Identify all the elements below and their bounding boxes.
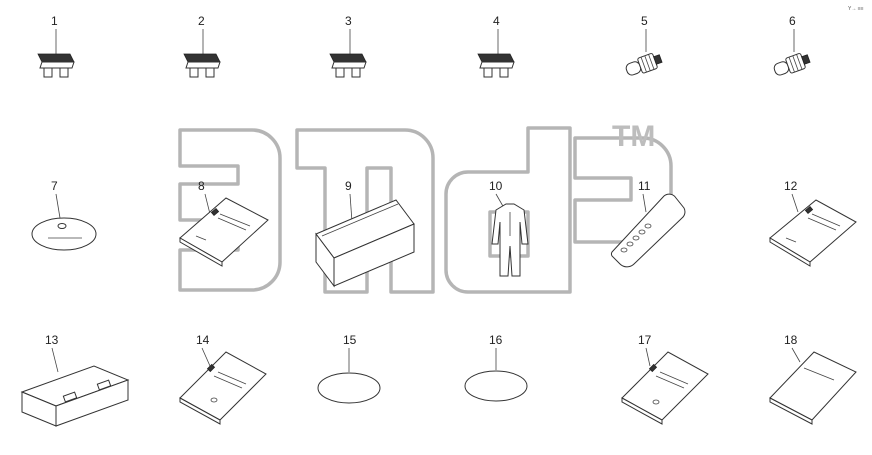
part-1[interactable]: 1 [37, 14, 75, 78]
part-number: 3 [345, 14, 352, 28]
manual-booklet-icon [621, 351, 709, 425]
part-number: 8 [198, 179, 205, 193]
part-7[interactable]: 7 [31, 179, 97, 251]
manual-booklet-icon [179, 351, 267, 425]
part-13[interactable]: 13 [20, 333, 130, 427]
part-10[interactable]: 10 [489, 179, 529, 277]
part-number: 7 [51, 179, 58, 193]
bulb-icon [773, 53, 811, 76]
storage-box-icon [315, 199, 415, 288]
part-number: 4 [493, 14, 500, 28]
cd-disc-icon [31, 217, 97, 251]
part-8[interactable]: 8 [179, 179, 269, 267]
part-number: 9 [345, 179, 352, 193]
oval-placeholder-icon [317, 372, 381, 404]
trademark-mark: TM [612, 120, 655, 153]
part-11[interactable]: 11 [610, 179, 686, 268]
part-18[interactable]: 18 [769, 333, 857, 425]
part-6[interactable]: 6 [772, 14, 811, 78]
blade-fuse-icon [183, 53, 221, 78]
blade-fuse-icon [37, 53, 75, 78]
tool-case-icon [20, 365, 130, 427]
manual-booklet-icon [179, 197, 269, 267]
blade-fuse-icon [329, 53, 367, 78]
part-14[interactable]: 14 [179, 333, 267, 425]
part-15[interactable]: 15 [317, 333, 381, 404]
part-number: 2 [198, 14, 205, 28]
part-3[interactable]: 3 [329, 14, 367, 78]
part-16[interactable]: 16 [464, 333, 528, 402]
plain-booklet-icon [769, 351, 857, 425]
overalls-icon [491, 203, 529, 277]
blade-fuse-icon [477, 53, 515, 78]
part-12[interactable]: 12 [769, 179, 857, 267]
brand-logo-outline-icon [178, 126, 673, 294]
part-number: 12 [784, 179, 798, 193]
part-17[interactable]: 17 [621, 333, 709, 425]
key-fob-icon [610, 193, 686, 268]
part-number: 16 [489, 333, 503, 347]
part-number: 5 [641, 14, 648, 28]
bulb-icon [625, 53, 663, 76]
part-number: 17 [638, 333, 652, 347]
part-number: 10 [489, 179, 503, 193]
part-5[interactable]: 5 [624, 14, 663, 78]
part-number: 14 [196, 333, 210, 347]
part-number: 11 [638, 179, 651, 193]
manual-booklet-icon [769, 199, 857, 267]
part-number: 15 [343, 333, 357, 347]
corner-note: Y→ ≡≡ [848, 6, 864, 12]
part-number: 6 [789, 14, 796, 28]
part-4[interactable]: 4 [477, 14, 515, 78]
part-number: 13 [45, 333, 59, 347]
oval-placeholder-icon [464, 370, 528, 402]
part-number: 1 [51, 14, 58, 28]
part-2[interactable]: 2 [183, 14, 221, 78]
part-9[interactable]: 9 [315, 179, 415, 288]
part-number: 18 [784, 333, 798, 347]
